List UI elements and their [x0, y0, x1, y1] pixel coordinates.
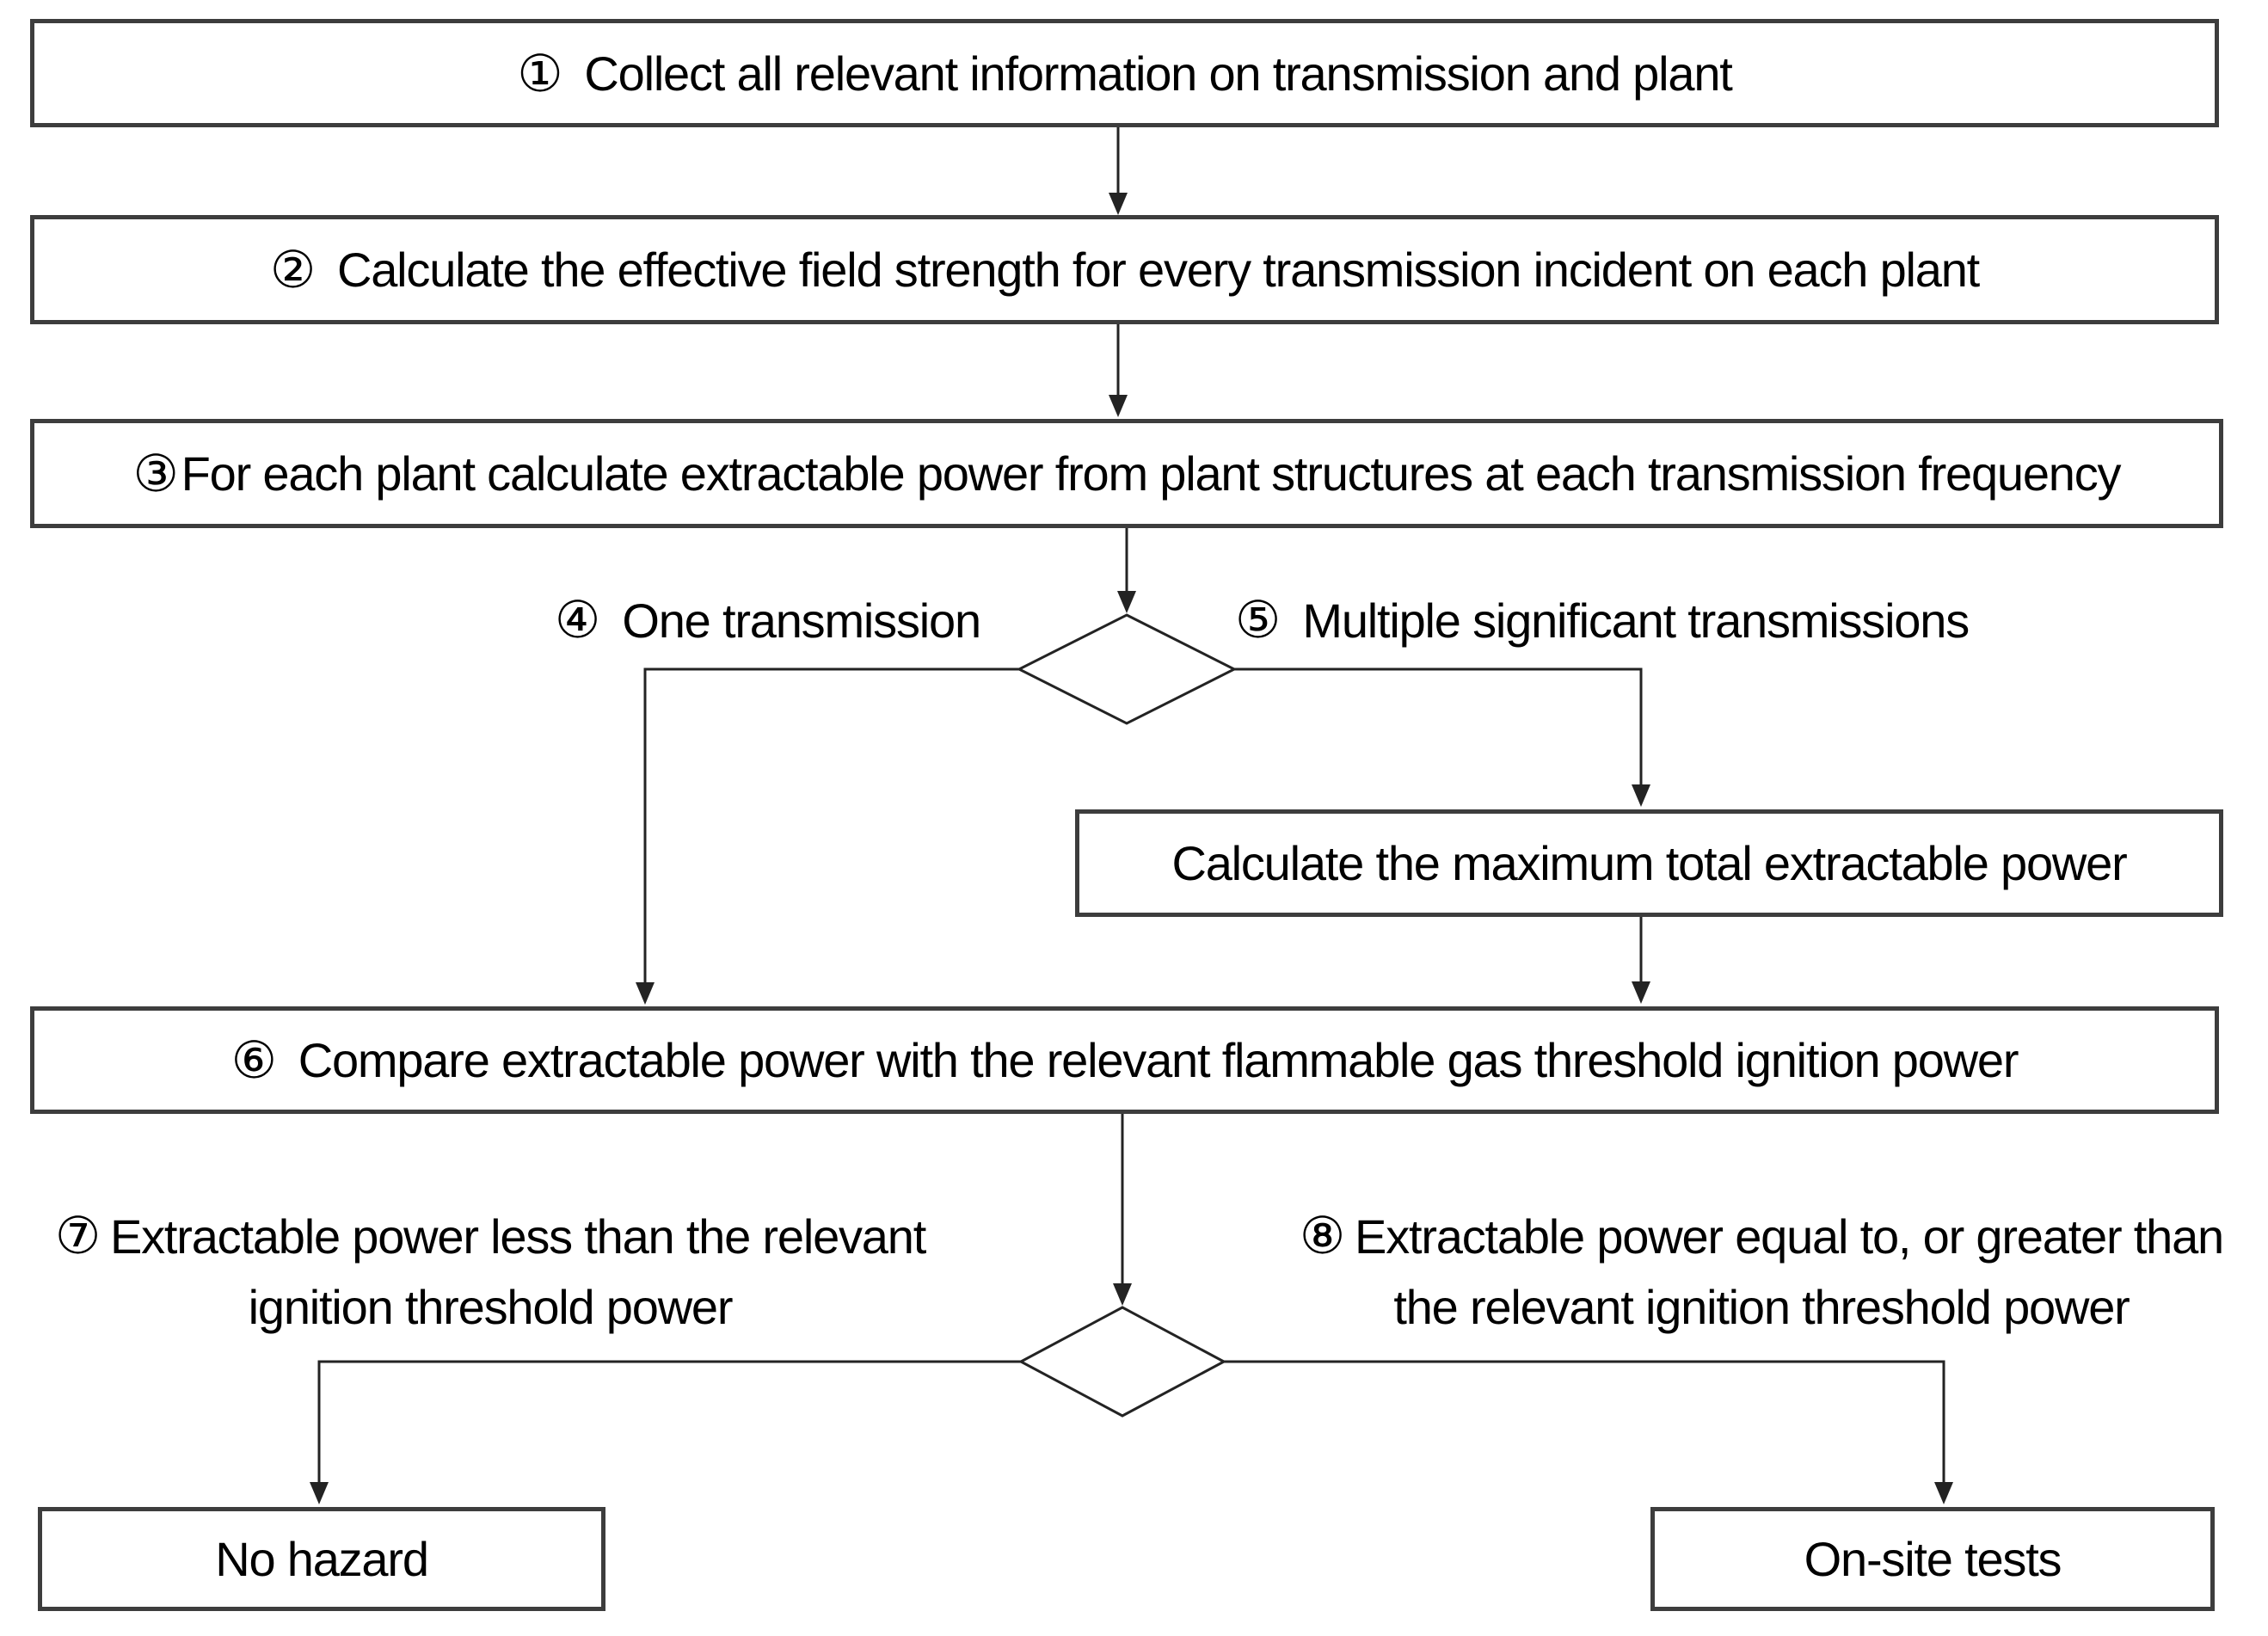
step6-text: Compare extractable power with the relev…: [298, 1033, 2019, 1087]
branch-label-multiple-transmissions: ⑤ Multiple significant transmissions: [1235, 587, 1970, 654]
arrow-step3-decision1-head: [1117, 591, 1136, 613]
branch-multiple-transmissions-head: [1632, 784, 1650, 807]
decision-diamond-transmissions: [1016, 613, 1238, 725]
label8-number: ⑧: [1300, 1207, 1345, 1264]
label5-number: ⑤: [1235, 591, 1281, 649]
decision-diamond-threshold: [1017, 1306, 1227, 1418]
no-hazard-text: No hazard: [215, 1532, 429, 1586]
label8-line1-text: Extractable power equal to, or greater t…: [1355, 1209, 2224, 1264]
step2-number: ②: [269, 241, 316, 298]
label7-line1-text: Extractable power less than the relevant: [109, 1209, 926, 1264]
flow-box-step3: ③ For each plant calculate extractable p…: [30, 419, 2223, 528]
flow-box-step1: ① Collect all relevant information on tr…: [30, 19, 2219, 127]
arrow-step6-decision2-head: [1113, 1283, 1132, 1306]
label5-text: Multiple significant transmissions: [1302, 594, 1970, 648]
step1-text: Collect all relevant information on tran…: [584, 46, 1732, 101]
label7-number: ⑦: [54, 1207, 101, 1264]
flow-box-step2: ② Calculate the effective field strength…: [30, 215, 2219, 324]
flow-box-onsite-tests: On-site tests: [1650, 1507, 2215, 1611]
branch-power-less-line: [317, 1360, 1021, 1485]
branch-multiple-transmissions-line: [1234, 667, 1643, 787]
branch-label-one-transmission: ④ One transmission: [555, 587, 981, 654]
arrow-step2-step3-head: [1109, 395, 1128, 417]
step3-number: ③: [132, 445, 179, 502]
onsite-tests-text: On-site tests: [1804, 1532, 2062, 1586]
arrow-step1-step2-head: [1109, 193, 1128, 215]
label8-line2: the relevant ignition threshold power: [1393, 1280, 2130, 1334]
step3-text: For each plant calculate extractable pow…: [181, 446, 2122, 501]
step6-number: ⑥: [230, 1031, 277, 1089]
branch-one-transmission-head: [636, 982, 655, 1005]
branch-power-less-head: [310, 1482, 329, 1504]
arrow-calcmax-step6-head: [1632, 981, 1650, 1004]
label4-text: One transmission: [622, 594, 981, 648]
branch-power-greater-head: [1934, 1482, 1953, 1504]
flow-box-step6: ⑥ Compare extractable power with the rel…: [30, 1006, 2219, 1114]
branch-one-transmission-line: [643, 667, 1019, 984]
calc-max-text: Calculate the maximum total extractable …: [1171, 836, 2127, 890]
flow-box-calc-max: Calculate the maximum total extractable …: [1075, 809, 2223, 917]
step2-text: Calculate the effective field strength f…: [336, 243, 1980, 297]
step1-number: ①: [517, 44, 562, 102]
branch-power-greater-line: [1224, 1360, 1945, 1485]
flow-box-no-hazard: No hazard: [38, 1507, 605, 1611]
label4-number: ④: [555, 591, 600, 649]
label7-line2: ignition threshold power: [248, 1280, 734, 1334]
